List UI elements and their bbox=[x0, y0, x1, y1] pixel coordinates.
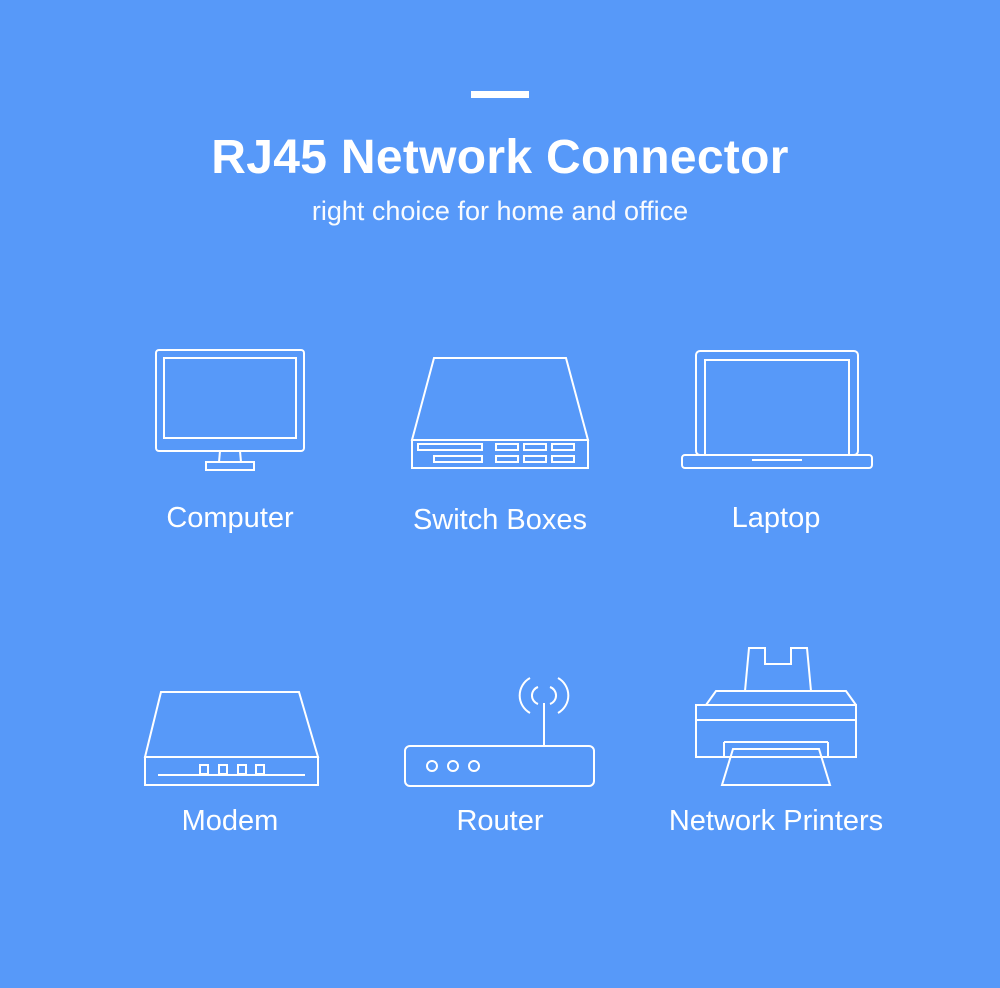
device-label: Switch Boxes bbox=[412, 504, 588, 536]
page-title: RJ45 Network Connector bbox=[211, 131, 789, 184]
device-item-network-printers: Network Printers bbox=[626, 645, 926, 905]
laptop-icon bbox=[681, 350, 873, 469]
decorative-accent-bar bbox=[471, 91, 529, 98]
page-subtitle: right choice for home and office bbox=[311, 196, 689, 226]
device-item-router: Router bbox=[350, 645, 650, 905]
device-item-laptop: Laptop bbox=[626, 340, 926, 600]
device-label: Computer bbox=[166, 502, 294, 534]
device-label: Modem bbox=[181, 805, 279, 837]
device-label: Network Printers bbox=[668, 805, 884, 837]
device-label: Laptop bbox=[731, 502, 821, 534]
router-icon bbox=[404, 677, 595, 787]
device-item-computer: Computer bbox=[80, 340, 380, 600]
device-item-modem: Modem bbox=[80, 645, 380, 905]
device-label: Router bbox=[456, 805, 544, 837]
monitor-icon bbox=[155, 349, 305, 471]
device-item-switch-boxes: Switch Boxes bbox=[350, 340, 650, 600]
modem-icon bbox=[143, 691, 320, 786]
printer-icon bbox=[695, 647, 857, 786]
network-switch-icon bbox=[410, 357, 590, 469]
